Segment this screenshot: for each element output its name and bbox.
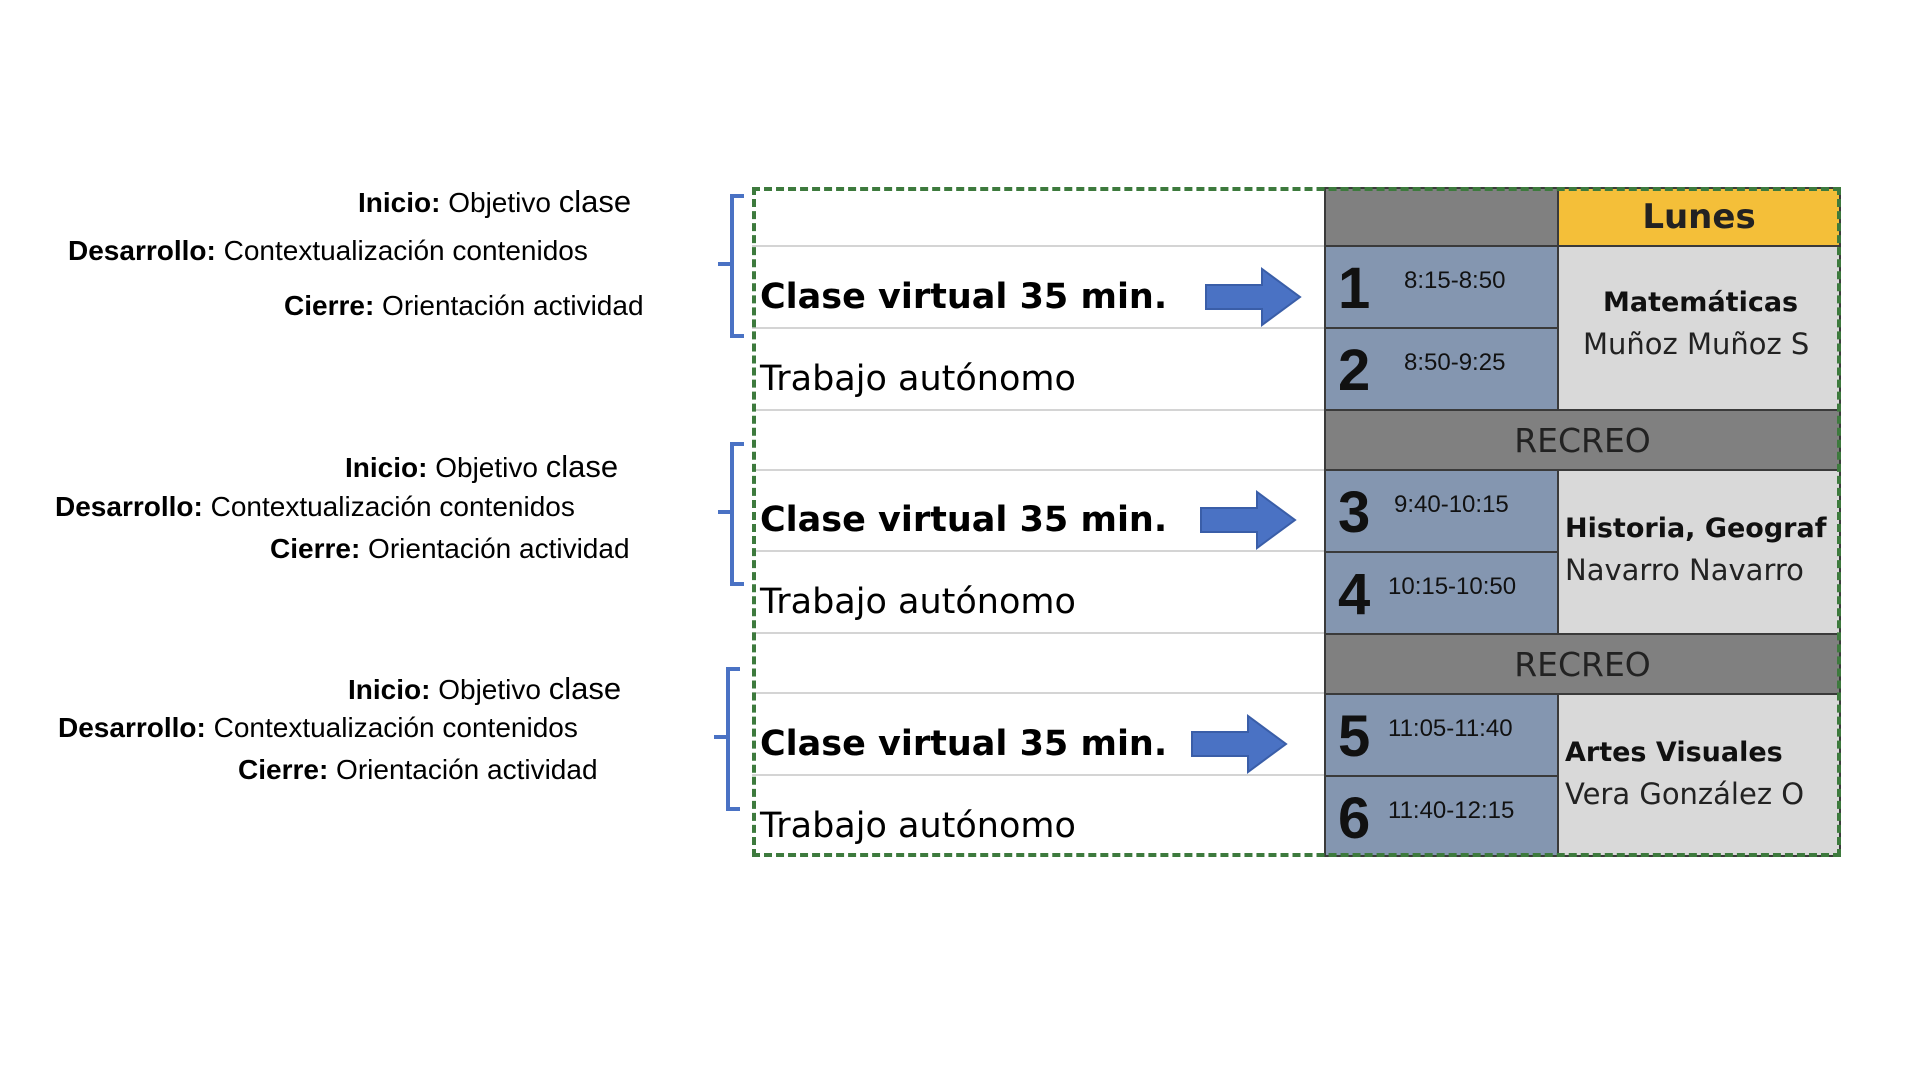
autonomous-work-label: Trabajo autónomo: [760, 359, 1076, 399]
teacher-name: Vera González O: [1565, 777, 1805, 811]
period-time: 8:50-9:25: [1404, 349, 1506, 376]
recess-row: RECREO: [1324, 409, 1841, 471]
timetable-grid: Lunes 1 8:15-8:50 2 8:50-9:25 Matemática…: [1324, 187, 1841, 857]
cierre-text: Orientación actividad: [382, 290, 644, 321]
desarrollo-line: Desarrollo: Contextualización contenidos: [55, 491, 575, 523]
virtual-class-label: Clase virtual 35 min.: [760, 724, 1168, 764]
row-divider: [752, 327, 1324, 329]
virtual-class-label: Clase virtual 35 min.: [760, 500, 1168, 540]
desarrollo-label: Desarrollo:: [55, 491, 203, 522]
teacher-name: Navarro Navarro: [1565, 553, 1804, 587]
desarrollo-text: Contextualización contenidos: [213, 712, 578, 743]
arrow-right-icon: [1205, 267, 1302, 327]
autonomous-work-label: Trabajo autónomo: [760, 582, 1076, 622]
desarrollo-text: Contextualización contenidos: [223, 235, 588, 266]
subject-name: Artes Visuales: [1565, 737, 1783, 768]
period-time: 11:40-12:15: [1388, 797, 1515, 824]
recess-row: RECREO: [1324, 633, 1841, 695]
period-time: 11:05-11:40: [1388, 715, 1513, 742]
period-time: 8:15-8:50: [1404, 267, 1506, 294]
note-group-1: Inicio: Objetivo clase Desarrollo: Conte…: [0, 180, 680, 322]
period-time: 10:15-10:50: [1388, 573, 1517, 600]
row-divider: [752, 632, 1324, 634]
row-divider: [752, 774, 1324, 776]
desarrollo-line: Desarrollo: Contextualización contenidos: [68, 235, 588, 267]
cierre-label: Cierre:: [270, 533, 361, 564]
subject-name: Historia, Geograf: [1565, 513, 1827, 544]
period-number: 4: [1338, 562, 1371, 627]
teacher-name: Muñoz Muñoz S: [1583, 327, 1810, 361]
row-divider: [752, 550, 1324, 552]
inicio-text-big: clase: [558, 184, 632, 219]
desarrollo-text: Contextualización contenidos: [210, 491, 575, 522]
row-divider: [752, 469, 1324, 471]
desarrollo-label: Desarrollo:: [58, 712, 206, 743]
period-cell: 6 11:40-12:15: [1324, 775, 1559, 857]
period-cell: 5 11:05-11:40: [1324, 693, 1559, 777]
cierre-text: Orientación actividad: [336, 754, 598, 785]
autonomous-work-label: Trabajo autónomo: [760, 806, 1076, 846]
inicio-text-big: clase: [548, 671, 622, 706]
inicio-text: Objetivo: [435, 452, 538, 483]
arrow-right-icon: [1200, 490, 1297, 550]
cierre-label: Cierre:: [284, 290, 375, 321]
period-cell: 2 8:50-9:25: [1324, 327, 1559, 411]
period-number: 1: [1338, 256, 1371, 321]
cierre-line: Cierre: Orientación actividad: [270, 533, 630, 565]
note-group-3: Inicio: Objetivo clase Desarrollo: Conte…: [0, 667, 680, 807]
bracket-icon: [714, 667, 740, 811]
period-cell: 3 9:40-10:15: [1324, 469, 1559, 553]
row-divider: [752, 245, 1324, 247]
day-header: Lunes: [1557, 187, 1841, 247]
header-blank-cell: [1324, 187, 1559, 247]
period-cell: 1 8:15-8:50: [1324, 245, 1559, 329]
inicio-text-big: clase: [545, 449, 619, 484]
period-number: 6: [1338, 786, 1371, 851]
period-number: 3: [1338, 480, 1371, 545]
inicio-line: Inicio: Objetivo clase: [348, 671, 621, 707]
desarrollo-label: Desarrollo:: [68, 235, 216, 266]
note-group-2: Inicio: Objetivo clase Desarrollo: Conte…: [0, 445, 680, 585]
period-time: 9:40-10:15: [1394, 491, 1509, 518]
subject-cell: Matemáticas Muñoz Muñoz S: [1557, 245, 1841, 411]
row-divider: [752, 692, 1324, 694]
inicio-line: Inicio: Objetivo clase: [345, 449, 618, 485]
bracket-icon: [718, 442, 744, 586]
cierre-line: Cierre: Orientación actividad: [284, 290, 644, 322]
subject-cell: Artes Visuales Vera González O: [1557, 693, 1841, 857]
period-number: 5: [1338, 704, 1371, 769]
cierre-text: Orientación actividad: [368, 533, 630, 564]
row-divider: [752, 409, 1324, 411]
arrow-right-icon: [1191, 714, 1288, 774]
inicio-label: Inicio:: [345, 452, 428, 483]
inicio-line: Inicio: Objetivo clase: [358, 184, 631, 220]
cierre-line: Cierre: Orientación actividad: [238, 754, 598, 786]
bracket-icon: [718, 194, 744, 338]
inicio-label: Inicio:: [348, 674, 431, 705]
inicio-text: Objetivo: [448, 187, 551, 218]
period-number: 2: [1338, 338, 1371, 403]
desarrollo-line: Desarrollo: Contextualización contenidos: [58, 712, 578, 744]
period-cell: 4 10:15-10:50: [1324, 551, 1559, 635]
virtual-class-label: Clase virtual 35 min.: [760, 277, 1168, 317]
inicio-label: Inicio:: [358, 187, 441, 218]
subject-name: Matemáticas: [1603, 287, 1799, 318]
schedule-sheet: Clase virtual 35 min. Trabajo autónomo C…: [752, 187, 1841, 857]
subject-cell: Historia, Geograf Navarro Navarro: [1557, 469, 1841, 635]
inicio-text: Objetivo: [438, 674, 541, 705]
cierre-label: Cierre:: [238, 754, 329, 785]
